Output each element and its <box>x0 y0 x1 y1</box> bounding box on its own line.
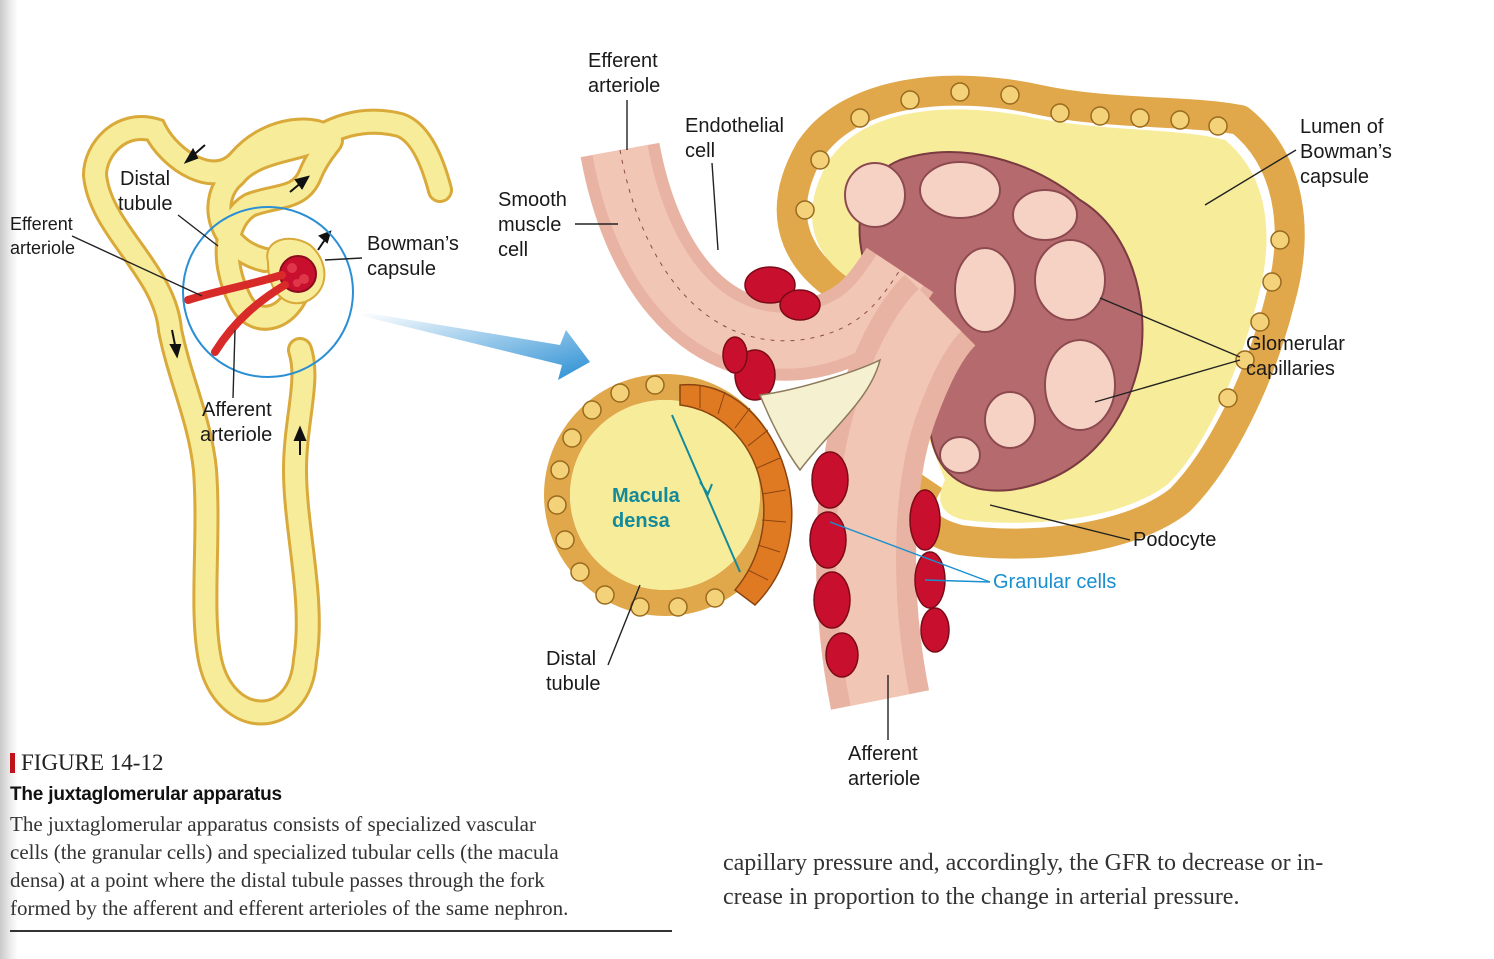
zoom-arrow <box>362 312 590 380</box>
svg-text:tubule: tubule <box>546 673 601 695</box>
flow-arrows <box>169 144 332 455</box>
figure-marker-bar <box>10 753 15 773</box>
svg-text:tubule: tubule <box>118 193 173 215</box>
figure-number-text: FIGURE 14-12 <box>21 750 164 775</box>
svg-text:Granular cells: Granular cells <box>993 571 1116 593</box>
label-granular-cells: Granular cells <box>829 521 1116 593</box>
mesangial-cells <box>758 358 882 472</box>
svg-text:Bowman’s: Bowman’s <box>367 233 459 255</box>
label-podocyte: Podocyte <box>989 504 1216 551</box>
svg-text:arteriole: arteriole <box>200 424 272 446</box>
bowmans-capsule-wall <box>776 75 1305 559</box>
nephron-overview: Distal tubule Efferent arteriole Bowman’… <box>10 108 459 726</box>
svg-text:Smooth: Smooth <box>498 189 567 211</box>
label-efferent-arteriole: Efferent arteriole <box>588 50 660 150</box>
svg-text:arteriole: arteriole <box>848 768 920 790</box>
svg-text:Glomerular: Glomerular <box>1246 333 1345 355</box>
caption-line: densa) at a point where the distal tubul… <box>10 868 545 892</box>
body-paragraph: capillary pressure and, accordingly, the… <box>723 846 1483 914</box>
caption-line: The juxtaglomerular apparatus consists o… <box>10 812 536 836</box>
svg-text:arteriole: arteriole <box>588 75 660 97</box>
svg-text:Afferent: Afferent <box>202 399 272 421</box>
figure-title: The juxtaglomerular apparatus <box>10 784 282 805</box>
svg-text:cell: cell <box>685 140 715 162</box>
afferent-arteriole-vessel <box>211 281 289 356</box>
capsule-cells <box>795 82 1290 408</box>
svg-text:capillaries: capillaries <box>1246 358 1335 380</box>
svg-text:Endothelial: Endothelial <box>685 115 784 137</box>
left-label-distal-tubule: Distal tubule <box>118 168 219 247</box>
capillary-loops <box>844 161 1116 474</box>
svg-text:capsule: capsule <box>367 258 436 280</box>
left-label-efferent-arteriole: Efferent arteriole <box>10 214 203 297</box>
granular-cells <box>722 266 950 678</box>
label-glomerular-capillaries: Glomerular capillaries <box>1094 297 1345 403</box>
svg-text:capsule: capsule <box>1300 166 1369 188</box>
caption-rule <box>10 930 672 932</box>
efferent-arteriole-vessel <box>184 271 286 304</box>
svg-text:Efferent: Efferent <box>10 214 73 234</box>
svg-text:Macula: Macula <box>612 485 681 507</box>
svg-text:muscle: muscle <box>498 214 561 236</box>
svg-text:Podocyte: Podocyte <box>1133 529 1216 551</box>
svg-text:Distal: Distal <box>120 168 170 190</box>
svg-text:Distal: Distal <box>546 648 596 670</box>
svg-text:Afferent: Afferent <box>848 743 918 765</box>
figure-caption: FIGURE 14-12 The juxtaglomerular apparat… <box>10 748 675 922</box>
figure-caption-text: The juxtaglomerular apparatus consists o… <box>10 810 675 922</box>
page-edge-shadow <box>0 0 18 959</box>
figure-number: FIGURE 14-12 <box>10 748 675 778</box>
nephron-tubule <box>81 108 453 726</box>
label-lumen-bowmans-capsule: Lumen of Bowman’s capsule <box>1204 116 1392 206</box>
label-distal-tubule: Distal tubule <box>546 584 641 695</box>
svg-text:Bowman’s: Bowman’s <box>1300 141 1392 163</box>
zoom-circle <box>182 206 354 378</box>
label-endothelial-cell: Endothelial cell <box>685 115 784 251</box>
svg-text:cell: cell <box>498 239 528 261</box>
label-afferent-arteriole: Afferent arteriole <box>848 675 920 790</box>
label-smooth-muscle-cell: Smooth muscle cell <box>498 189 618 261</box>
left-label-bowmans-capsule: Bowman’s capsule <box>324 233 459 280</box>
tubule-cells <box>547 375 725 617</box>
body-line: crease in proportion to the change in ar… <box>723 884 1240 910</box>
caption-line: cells (the granular cells) and specializ… <box>10 840 559 864</box>
body-line: capillary pressure and, accordingly, the… <box>723 850 1324 876</box>
caption-line: formed by the afferent and efferent arte… <box>10 896 569 920</box>
svg-text:arteriole: arteriole <box>10 238 75 258</box>
left-label-afferent-arteriole: Afferent arteriole <box>200 329 272 446</box>
macula-densa-cells <box>679 383 793 606</box>
svg-text:Efferent: Efferent <box>588 50 658 72</box>
label-macula-densa: Macula densa <box>612 485 681 532</box>
jga-detail: Efferent arteriole Endothelial cell Smoo… <box>498 50 1392 790</box>
svg-text:Lumen of: Lumen of <box>1300 116 1384 138</box>
svg-text:densa: densa <box>612 510 671 532</box>
